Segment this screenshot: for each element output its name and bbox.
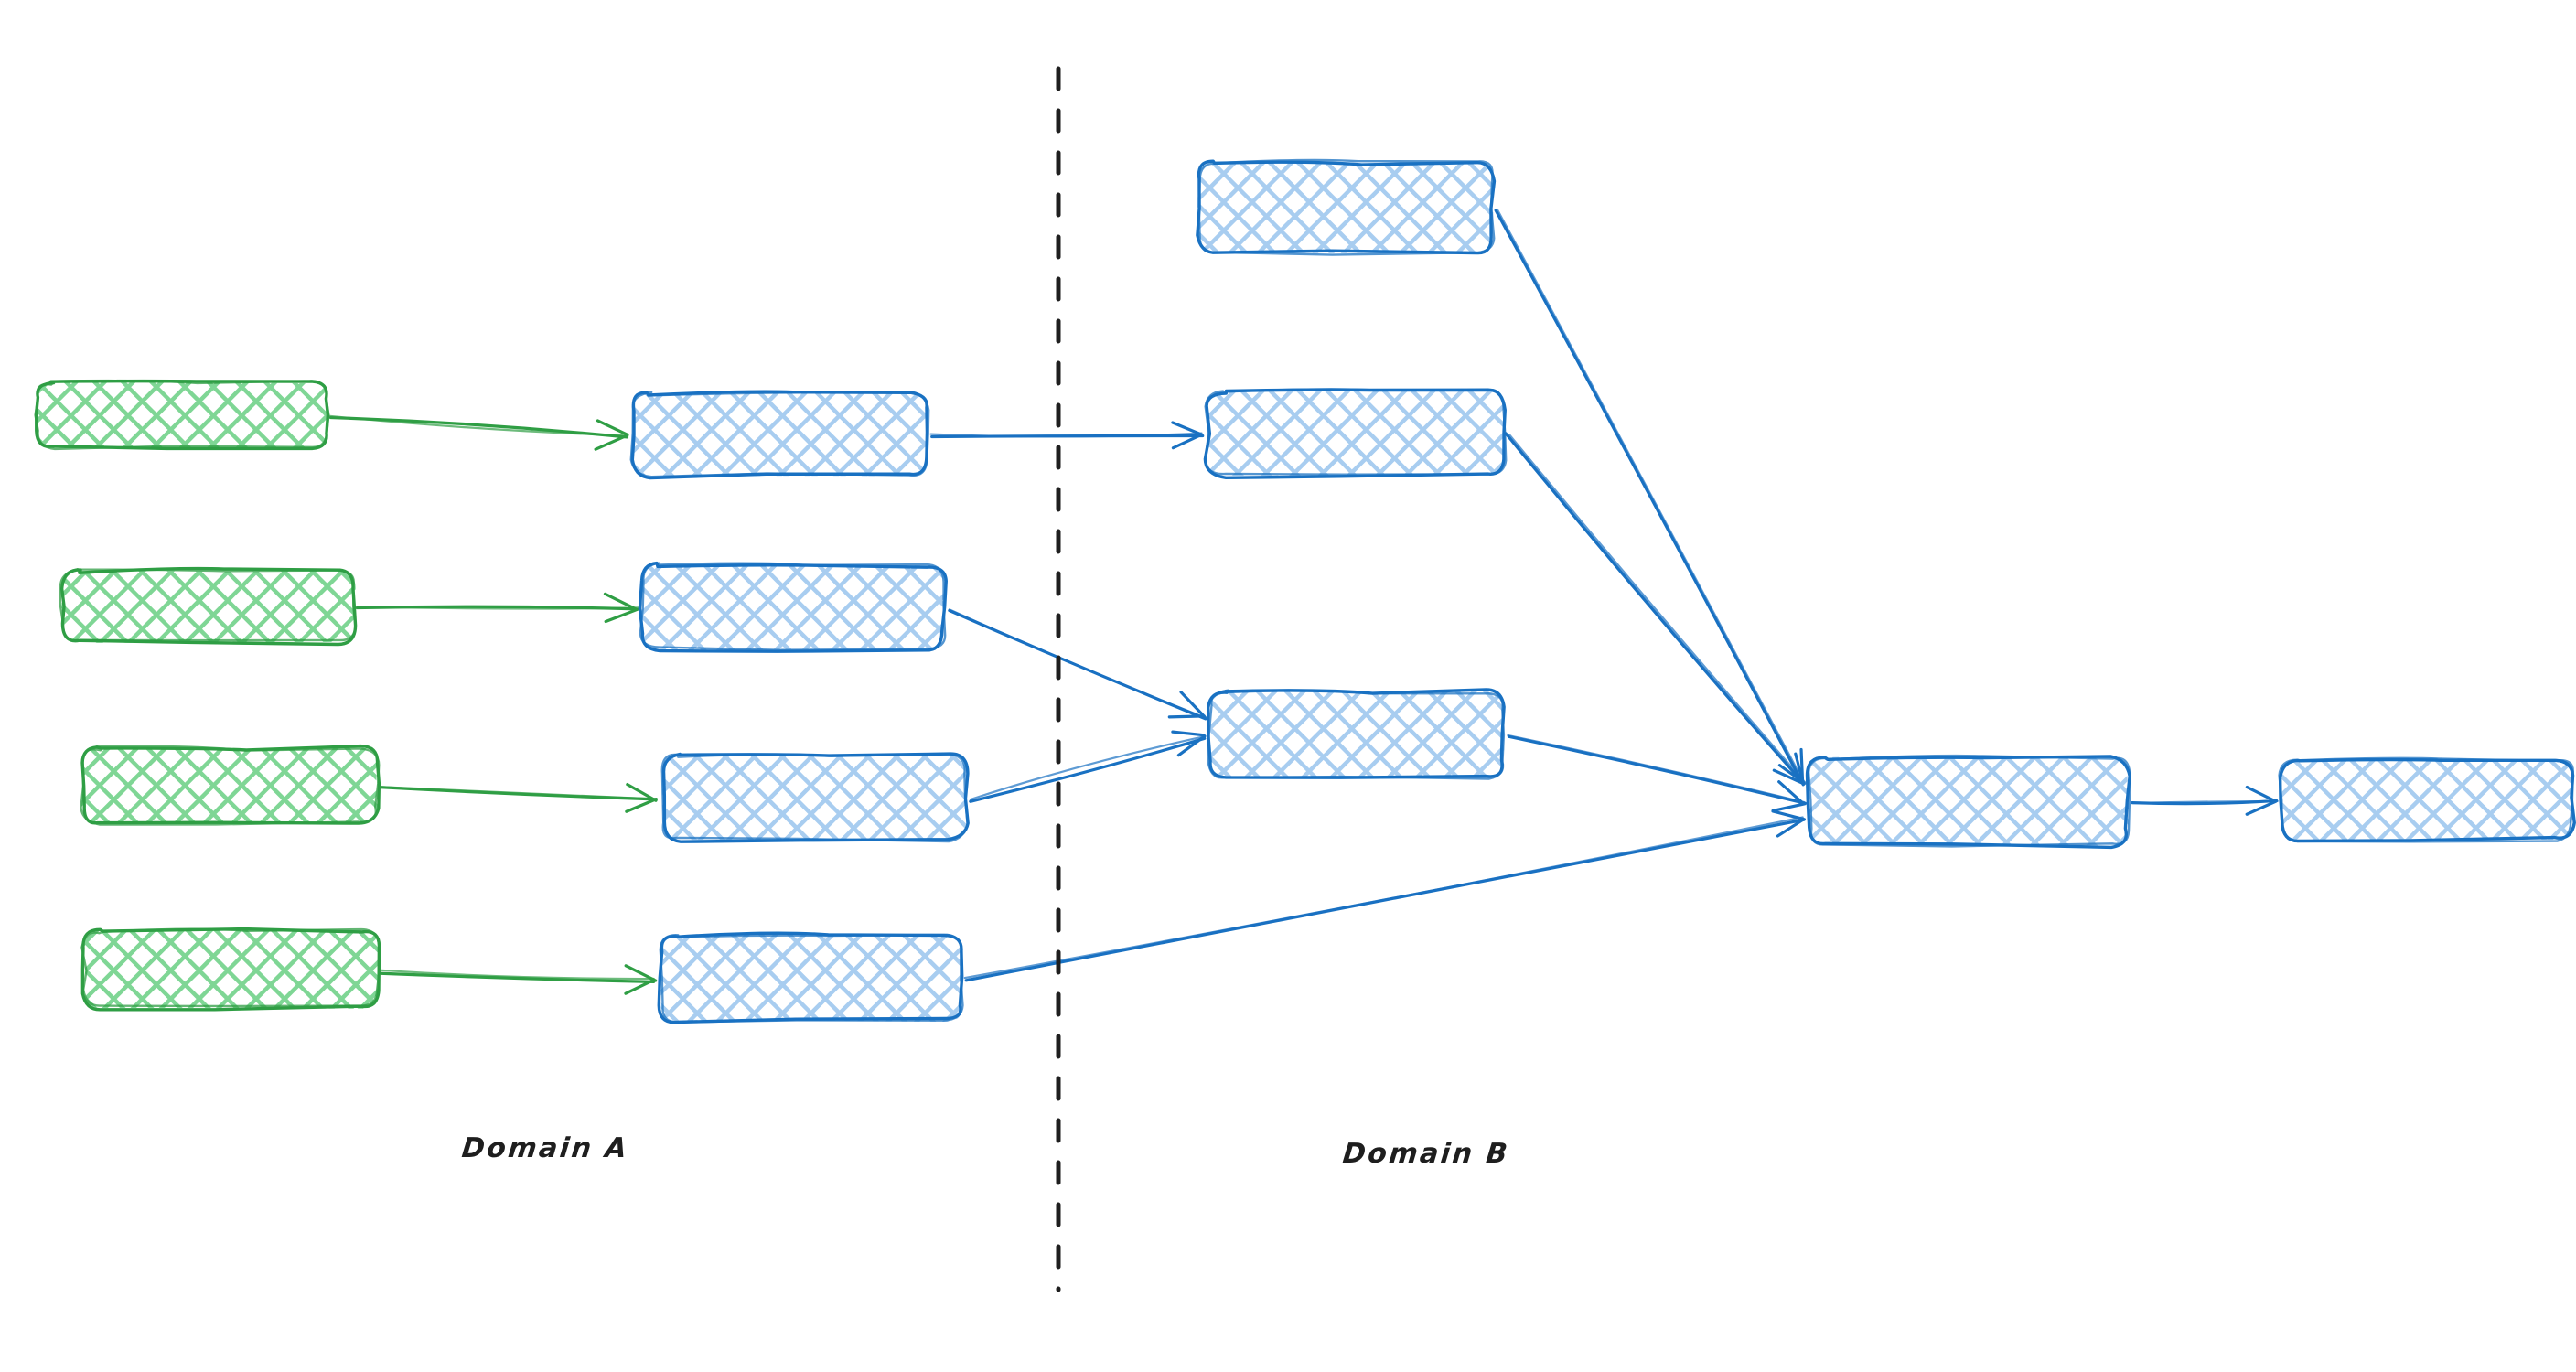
node-b4[interactable] <box>657 931 964 1024</box>
arrowhead-stroke <box>624 964 658 982</box>
arrowhead-stroke <box>1777 780 1805 805</box>
edge-line <box>929 432 1203 438</box>
edge-e8 <box>1494 208 1806 787</box>
arrowhead-stroke <box>1771 802 1807 813</box>
node-fill <box>1808 756 2130 846</box>
edge-e5 <box>929 421 1205 450</box>
node-b2[interactable] <box>638 561 948 653</box>
node-outline <box>629 391 930 478</box>
node-outline <box>80 745 381 826</box>
edge-line <box>1496 208 1806 785</box>
arrowhead-stroke <box>2245 799 2278 816</box>
edge-e2 <box>355 592 640 624</box>
node-g1[interactable] <box>34 379 330 451</box>
node-outline <box>2278 756 2574 843</box>
node-outline <box>59 567 357 642</box>
node-outline <box>638 561 948 653</box>
node-g3[interactable] <box>80 744 381 826</box>
edge-line <box>379 971 656 984</box>
node-fill <box>2281 757 2573 841</box>
edge-e9 <box>1504 432 1808 786</box>
arrowhead-stroke <box>624 978 656 995</box>
arrowhead-stroke <box>1167 714 1206 719</box>
node-fill <box>632 392 929 477</box>
arrowhead-stroke <box>2245 785 2277 803</box>
arrowhead-stroke <box>1794 752 1805 785</box>
edge-e4 <box>379 964 658 995</box>
domain-a-label: Domain A <box>460 1132 631 1164</box>
arrowhead-stroke <box>1179 691 1207 719</box>
edge-line <box>948 608 1208 719</box>
arrowhead-stroke <box>626 783 658 802</box>
node-b3[interactable] <box>660 752 970 843</box>
edges-layer <box>328 208 2279 995</box>
node-outline <box>660 753 969 843</box>
node-fill <box>81 747 378 824</box>
edge-line <box>1508 434 1808 785</box>
node-fill <box>660 934 963 1022</box>
arrowhead-stroke <box>1171 433 1203 450</box>
edge-line <box>1507 734 1806 804</box>
edge-line <box>969 736 1207 803</box>
domain-b-label: Domain B <box>1341 1138 1511 1170</box>
node-outline <box>1805 755 2131 850</box>
edge-e12 <box>2131 785 2279 816</box>
edge-line <box>378 786 657 800</box>
arrowhead-stroke <box>1171 730 1206 737</box>
edge-line <box>963 816 1804 980</box>
arrowhead-stroke <box>1171 421 1203 436</box>
node-c2[interactable] <box>1203 388 1508 480</box>
nodes-layer <box>34 158 2576 1024</box>
arrowhead-stroke <box>594 434 629 451</box>
node-c3[interactable] <box>1207 688 1506 780</box>
edge-e7 <box>969 730 1207 803</box>
node-fill <box>1197 162 1494 253</box>
edge-line <box>2131 799 2279 805</box>
node-outline <box>34 379 330 451</box>
arrowhead-stroke <box>1771 809 1806 821</box>
node-g4[interactable] <box>80 927 381 1012</box>
node-outline <box>1204 388 1508 476</box>
edge-line <box>1504 432 1804 784</box>
node-fill <box>61 570 357 643</box>
edge-e10 <box>1507 734 1808 813</box>
arrowhead-stroke <box>1176 734 1207 757</box>
arrowhead-stroke <box>1776 818 1805 838</box>
edge-line <box>328 414 628 437</box>
edge-line <box>1507 734 1808 805</box>
edge-e1 <box>328 414 629 451</box>
node-outline <box>1207 689 1506 780</box>
node-b1[interactable] <box>629 390 930 480</box>
edge-e6 <box>948 608 1208 721</box>
edge-line <box>360 606 640 610</box>
node-fill <box>661 754 967 841</box>
edge-line <box>1494 209 1805 787</box>
arrowhead-stroke <box>604 607 639 624</box>
arrowhead-stroke <box>1772 768 1806 786</box>
edge-line <box>969 734 1206 801</box>
node-fill <box>35 381 329 449</box>
node-outline <box>1807 754 2131 848</box>
node-fill <box>1208 691 1506 778</box>
node-outline <box>1197 158 1496 256</box>
node-end[interactable] <box>2278 756 2576 843</box>
edge-e3 <box>378 783 659 813</box>
node-c1[interactable] <box>1196 158 1497 256</box>
arrowhead-stroke <box>603 592 639 611</box>
node-g2[interactable] <box>59 566 358 647</box>
node-outline <box>659 933 964 1024</box>
node-hub[interactable] <box>1805 754 2131 850</box>
node-fill <box>641 564 945 650</box>
node-fill <box>83 930 381 1009</box>
node-outline <box>639 562 947 651</box>
edge-line <box>380 969 655 981</box>
arrowhead-stroke <box>596 419 629 436</box>
node-fill <box>1206 391 1505 476</box>
arrowhead-stroke <box>625 798 659 813</box>
node-outline <box>80 927 381 1008</box>
edge-e11 <box>963 809 1806 982</box>
